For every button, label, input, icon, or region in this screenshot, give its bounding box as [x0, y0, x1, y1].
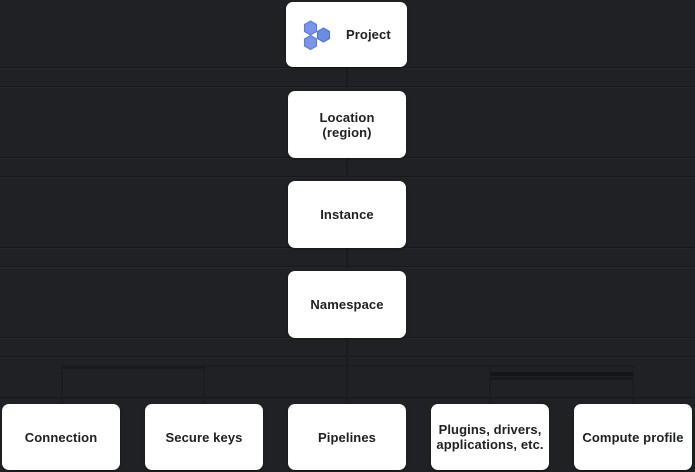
node-location[interactable]: Location (region)	[288, 91, 406, 158]
connector-instance-namespace	[346, 247, 348, 268]
node-label: Connection	[24, 429, 98, 445]
band-artifact	[0, 176, 695, 177]
node-instance[interactable]: Instance	[288, 181, 406, 248]
node-pipelines[interactable]: Pipelines	[288, 404, 406, 470]
band-artifact	[0, 397, 695, 398]
connector-namespace-trunk	[346, 337, 348, 365]
node-label: Instance	[320, 207, 374, 222]
band-artifact	[0, 266, 695, 267]
connector-drop-compute-profile	[632, 365, 634, 404]
connector-location-instance	[346, 157, 348, 178]
node-plugins[interactable]: Plugins, drivers, applications, etc.	[431, 404, 549, 470]
band-artifact	[0, 357, 695, 358]
band-artifact	[0, 86, 695, 87]
node-project[interactable]: Project	[286, 2, 407, 67]
slab-artifact	[490, 372, 633, 376]
node-label: Location (region)	[319, 109, 375, 140]
connector-drop-secure-keys	[203, 365, 205, 404]
node-namespace[interactable]: Namespace	[288, 271, 406, 338]
band-artifact	[0, 68, 695, 69]
node-label: Project	[346, 27, 391, 42]
hexagon-cluster-icon	[300, 18, 334, 52]
band-artifact	[0, 67, 695, 68]
connector-fanout-bar	[61, 365, 632, 367]
node-label: Namespace	[310, 297, 384, 312]
band-artifact	[0, 158, 695, 159]
connector-project-location	[346, 67, 348, 88]
band-artifact	[0, 87, 695, 88]
slab-artifact	[490, 377, 633, 380]
slab-artifact	[62, 366, 205, 369]
band-artifact	[0, 356, 695, 357]
node-label: Pipelines	[318, 429, 376, 445]
node-label: Compute profile	[582, 429, 684, 445]
node-connection[interactable]: Connection	[2, 404, 120, 470]
connector-drop-pipelines	[346, 365, 348, 404]
band-artifact	[0, 338, 695, 339]
band-artifact	[0, 177, 695, 178]
band-artifact	[0, 248, 695, 249]
node-secure-keys[interactable]: Secure keys	[145, 404, 263, 470]
connector-drop-plugins	[489, 365, 491, 404]
node-compute-profile[interactable]: Compute profile	[574, 404, 692, 470]
node-label: Plugins, drivers, applications, etc.	[436, 422, 544, 452]
connector-drop-connection	[61, 365, 63, 404]
node-label: Secure keys	[165, 429, 243, 445]
band-artifact	[0, 267, 695, 268]
